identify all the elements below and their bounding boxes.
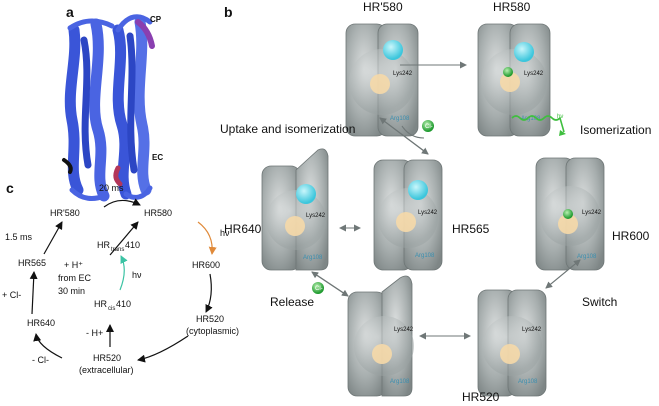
c-plus-cl: + Cl- bbox=[2, 290, 21, 300]
c-minus-h: - H+ bbox=[86, 328, 103, 338]
panel-label-b: b bbox=[224, 4, 233, 20]
chloride-site-icon bbox=[383, 40, 403, 60]
panel-label-c: c bbox=[6, 180, 14, 196]
c-minus-cl: - Cl- bbox=[32, 355, 49, 365]
retinal-pocket-icon bbox=[558, 214, 578, 234]
chloride-site-icon bbox=[514, 42, 534, 62]
svg-text:Arg108: Arg108 bbox=[521, 116, 541, 122]
panel-label-a: a bbox=[66, 4, 74, 20]
c-from-ec: from EC bbox=[58, 273, 92, 283]
svg-text:trans: trans bbox=[111, 247, 124, 253]
retinal-pocket-icon bbox=[285, 216, 305, 236]
pump-hr520: Lys242 Arg108 bbox=[347, 275, 414, 397]
panel-c-arrows bbox=[29, 198, 217, 363]
c-hrcis410: HR cis 410 bbox=[94, 299, 131, 312]
svg-text:Lys242: Lys242 bbox=[394, 327, 414, 333]
svg-text:Arg108: Arg108 bbox=[415, 253, 435, 259]
svg-text:Cl-: Cl- bbox=[315, 286, 323, 292]
c-state-hr580: HR580 bbox=[144, 208, 172, 218]
light-wave-icon bbox=[511, 115, 565, 133]
state-hr520: HR520 bbox=[462, 390, 500, 404]
svg-text:Lys242: Lys242 bbox=[418, 210, 438, 216]
chloride-ion-icon bbox=[503, 67, 513, 77]
pump-hr580-prime: Lys242 Arg108 bbox=[345, 23, 419, 137]
chloride-ion-icon bbox=[563, 209, 573, 219]
svg-text:Arg108: Arg108 bbox=[390, 379, 410, 385]
svg-text:Cl-: Cl- bbox=[425, 124, 433, 130]
protein-structure bbox=[62, 14, 155, 202]
svg-text:Lys242: Lys242 bbox=[582, 210, 602, 216]
c-extracellular: (extracellular) bbox=[79, 365, 134, 375]
step-isomerization: Isomerization bbox=[580, 123, 651, 137]
c-state-hr520-cyto: HR520 bbox=[196, 314, 224, 324]
state-hr580: HR580 bbox=[493, 0, 531, 14]
c-state-hr520-extra: HR520 bbox=[93, 353, 121, 363]
state-hr600: HR600 bbox=[612, 229, 650, 243]
pump-hr640: Lys242 Arg108 bbox=[261, 148, 329, 271]
c-hv-inner: hν bbox=[132, 270, 142, 280]
pump-hr580: Lys242 Arg108 bbox=[477, 23, 551, 137]
c-thirty-min: 30 min bbox=[58, 286, 85, 296]
c-state-hr600: HR600 bbox=[192, 260, 220, 270]
state-hr580-prime: HR'580 bbox=[363, 0, 403, 14]
c-state-hr565: HR565 bbox=[18, 258, 46, 268]
chloride-site-icon bbox=[296, 184, 316, 204]
svg-text:Arg108: Arg108 bbox=[577, 254, 597, 260]
step-release: Release bbox=[270, 295, 314, 309]
c-cytoplasmic: (cytoplasmic) bbox=[186, 326, 239, 336]
c-hrtrans410: HR trans 410 bbox=[97, 240, 140, 253]
state-hr565: HR565 bbox=[452, 222, 490, 236]
svg-text:Lys242: Lys242 bbox=[524, 71, 544, 77]
svg-text:hν: hν bbox=[557, 114, 563, 120]
svg-text:HR: HR bbox=[97, 240, 110, 250]
svg-text:HR: HR bbox=[94, 299, 107, 309]
chloride-site-icon bbox=[408, 180, 428, 200]
retinal-pocket-icon bbox=[396, 212, 416, 232]
svg-text:410: 410 bbox=[125, 240, 140, 250]
c-state-hr580-prime: HR'580 bbox=[50, 208, 80, 218]
retinal-pocket-icon bbox=[372, 344, 392, 364]
svg-text:Arg108: Arg108 bbox=[518, 379, 538, 385]
cp-label: CP bbox=[150, 15, 162, 24]
time-left: 1.5 ms bbox=[5, 232, 33, 242]
svg-text:Lys242: Lys242 bbox=[522, 327, 542, 333]
ec-label: EC bbox=[152, 153, 163, 162]
retinal-pocket-icon bbox=[500, 344, 520, 364]
retinal-pocket-icon bbox=[500, 72, 520, 92]
svg-text:Lys242: Lys242 bbox=[306, 213, 326, 219]
svg-text:cis: cis bbox=[108, 306, 115, 312]
pump-switch: Lys242 Arg108 bbox=[477, 289, 547, 397]
svg-text:Lys242: Lys242 bbox=[393, 71, 413, 77]
svg-text:Arg108: Arg108 bbox=[390, 116, 410, 122]
pump-hr600: Lys242 Arg108 bbox=[535, 157, 605, 271]
c-state-hr640: HR640 bbox=[27, 318, 55, 328]
pump-hr565: Lys242 Arg108 bbox=[373, 159, 443, 271]
svg-text:410: 410 bbox=[116, 299, 131, 309]
chloride-ion-icon bbox=[312, 282, 324, 294]
state-hr640: HR640 bbox=[224, 222, 262, 236]
retinal-pocket-icon bbox=[370, 74, 390, 94]
step-switch: Switch bbox=[582, 295, 617, 309]
time-top: 20 ms bbox=[99, 183, 124, 193]
c-hv-outer: hν bbox=[220, 228, 230, 238]
c-plus-h: + H⁺ bbox=[64, 260, 83, 270]
svg-text:Arg108: Arg108 bbox=[303, 255, 323, 261]
panel-b-arrows bbox=[311, 61, 581, 340]
step-uptake: Uptake and isomerization bbox=[220, 122, 355, 136]
chloride-ion-icon bbox=[422, 120, 434, 132]
